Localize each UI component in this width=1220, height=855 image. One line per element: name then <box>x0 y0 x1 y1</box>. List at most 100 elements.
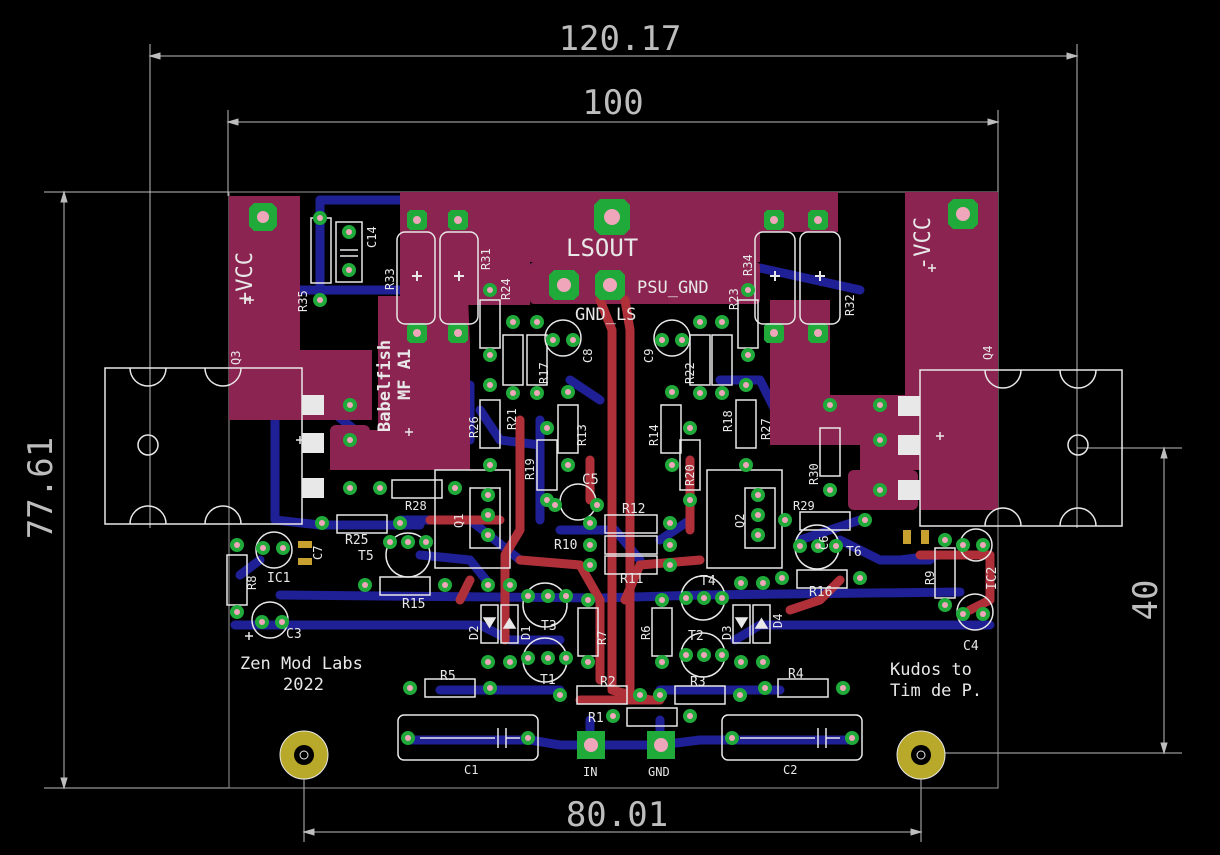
top-traces <box>425 295 995 705</box>
pad-hole <box>585 597 591 603</box>
pad-hole <box>545 593 551 599</box>
designator-d3: D3 <box>720 626 734 640</box>
pad-hole <box>743 462 749 468</box>
designator-t6: T6 <box>846 545 862 560</box>
pad-hole <box>442 582 448 588</box>
pad-hole <box>857 575 863 581</box>
label-minus-vcc: -VCC <box>911 217 936 270</box>
label-title-1: Babelfish <box>375 340 395 432</box>
pad-hole <box>679 337 685 343</box>
designator-ic1: IC1 <box>267 571 290 586</box>
polarity-markers <box>245 264 944 640</box>
label-gnd: GND <box>648 765 670 779</box>
pad-hole <box>637 692 643 698</box>
label-kudos-1: Kudos to <box>890 660 972 680</box>
pad-hole <box>683 595 689 601</box>
pad-hole <box>719 390 725 396</box>
designator-c8: C8 <box>581 349 595 363</box>
pad-hole <box>701 595 707 601</box>
designator-r20: R20 <box>683 464 697 486</box>
pad-hole <box>697 319 703 325</box>
designator-c6: C6 <box>817 536 831 550</box>
mount-hole-right <box>896 730 946 780</box>
designator-r35: R35 <box>296 290 310 312</box>
pad-hole <box>760 580 766 586</box>
terminal-pads <box>249 199 978 343</box>
pad-hole <box>485 582 491 588</box>
designator-r9: R9 <box>923 571 937 585</box>
pad-hole <box>760 659 766 665</box>
pad-hole <box>659 337 665 343</box>
pad-hole <box>877 437 883 443</box>
designator-r27: R27 <box>759 418 773 440</box>
pad-hole <box>683 652 689 658</box>
connector-gnd[interactable] <box>647 731 675 759</box>
pad-hole <box>510 390 516 396</box>
q4-pins <box>898 396 920 500</box>
pad-hole <box>719 652 725 658</box>
pad-hole <box>877 487 883 493</box>
pad-hole <box>487 462 493 468</box>
designator-c9: C9 <box>642 349 656 363</box>
label-plus-vcc: +VCC <box>233 252 258 305</box>
designator-r25: R25 <box>345 533 368 548</box>
pad-hole <box>260 545 266 551</box>
pad-hole <box>405 539 411 545</box>
pad-hole <box>423 539 429 545</box>
pad-hole <box>563 655 569 661</box>
designator-r7: R7 <box>595 631 609 645</box>
pad-hole <box>587 562 593 568</box>
pad-hole <box>745 352 751 358</box>
designator-c7: C7 <box>311 546 325 560</box>
pad-hole <box>362 582 368 588</box>
pad-hole <box>980 611 986 617</box>
pad-hole <box>657 692 663 698</box>
designator-c1: C1 <box>464 763 478 777</box>
designator-r5: R5 <box>440 669 456 684</box>
mount-hole-left <box>279 730 329 780</box>
designator-r30: R30 <box>807 463 821 485</box>
designator-r32: R32 <box>843 294 857 316</box>
pad-hole <box>525 735 531 741</box>
designators: R35 C14 R33 R31 R24 R34 R32 R23 Q3 Q4 C8… <box>229 226 1000 777</box>
pad-hole <box>557 692 563 698</box>
pad-hole <box>259 619 265 625</box>
designator-q4: Q4 <box>981 346 995 360</box>
designator-r6: R6 <box>639 626 653 640</box>
pad-hole <box>234 542 240 548</box>
q3-pins <box>302 395 324 498</box>
pad-hole <box>587 520 593 526</box>
pad-hole <box>585 659 591 665</box>
pad-hole <box>755 512 761 518</box>
pad-hole <box>487 352 493 358</box>
pad-hole <box>687 497 693 503</box>
pad-hole <box>317 297 323 303</box>
pad-hole <box>738 580 744 586</box>
label-title-2: MF A1 <box>395 349 415 400</box>
pad-hole <box>510 319 516 325</box>
designator-r8: R8 <box>245 576 259 590</box>
pad-hole <box>552 502 558 508</box>
pad-hole <box>280 545 286 551</box>
designator-t1: T1 <box>540 673 556 688</box>
designator-r12: R12 <box>622 502 645 517</box>
through-hole-pads <box>230 211 990 745</box>
pad-hole <box>534 390 540 396</box>
designator-c3: C3 <box>286 627 302 642</box>
designator-r24: R24 <box>499 278 513 300</box>
pad-hole <box>485 659 491 665</box>
pad-hole <box>762 685 768 691</box>
pad-hole <box>347 485 353 491</box>
dim-board-width: 100 <box>582 83 643 123</box>
film-caps <box>397 714 863 761</box>
pad-hole <box>667 542 673 548</box>
pad-hole <box>659 659 665 665</box>
connector-in[interactable] <box>577 731 605 759</box>
pad-hole <box>697 390 703 396</box>
designator-t2: T2 <box>688 629 704 644</box>
top-copper-layer <box>229 192 998 510</box>
pad-hole <box>667 520 673 526</box>
pad-hole <box>234 609 240 615</box>
pad-hole <box>317 215 323 221</box>
